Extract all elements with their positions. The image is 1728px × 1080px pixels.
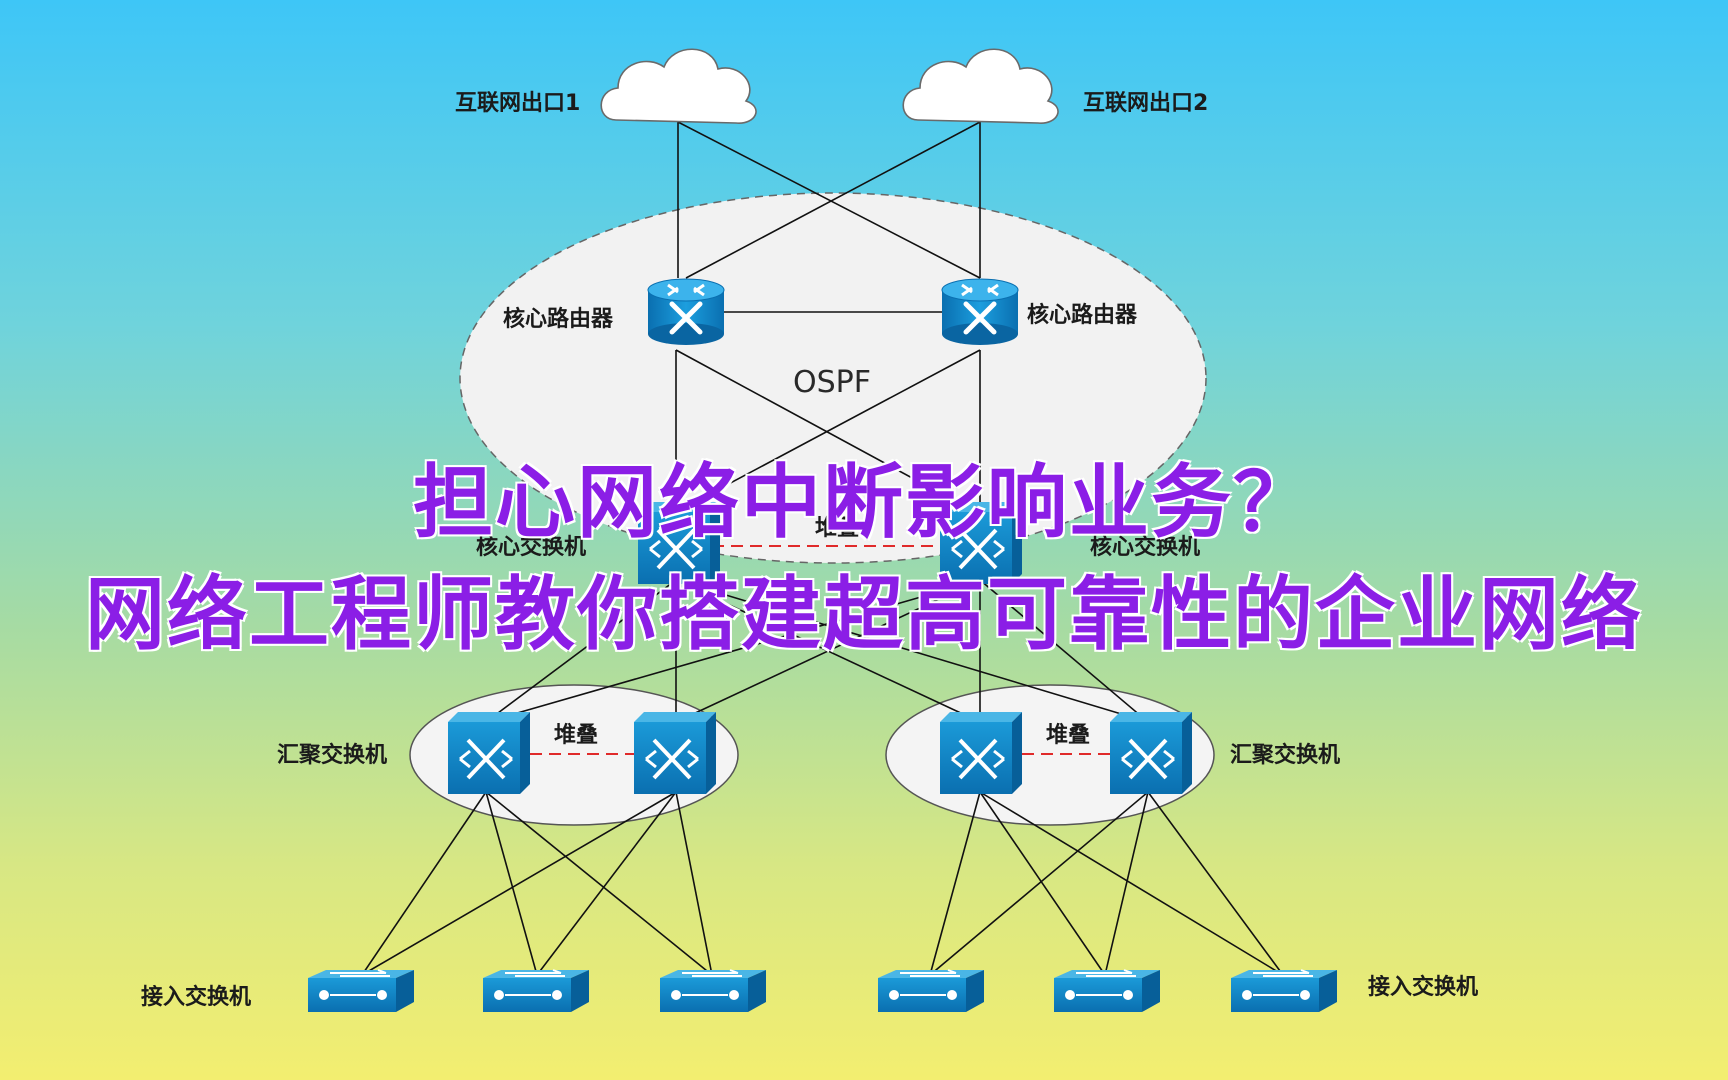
label-core-router-left: 核心路由器 xyxy=(503,306,614,332)
label-agg-switch-right: 汇聚交换机 xyxy=(1230,742,1340,768)
ospf-zone xyxy=(459,192,1207,564)
access-switch-6 xyxy=(1231,969,1337,1012)
switch-icon xyxy=(634,712,716,794)
access-switch-icon xyxy=(1231,969,1337,1012)
switch-icon xyxy=(940,712,1022,794)
agg-switch-left-1 xyxy=(448,712,530,794)
core-agg-links xyxy=(485,579,1149,723)
label-ospf: OSPF xyxy=(793,365,871,400)
label-core-stack: 堆叠 xyxy=(815,516,859,541)
cloud-icon xyxy=(902,48,1059,124)
label-access-switch-left: 接入交换机 xyxy=(141,984,251,1010)
core-switch-left xyxy=(638,502,720,584)
router-core-links xyxy=(675,349,981,513)
router-icon xyxy=(941,278,1019,345)
core-router-right xyxy=(941,278,1019,345)
agg-access-links xyxy=(361,791,1284,976)
access-switch-icon xyxy=(1054,969,1160,1012)
label-core-switch-left: 核心交换机 xyxy=(476,534,586,560)
core-switch-right xyxy=(940,502,1022,584)
agg-switch-right-1 xyxy=(940,712,1022,794)
label-core-switch-right: 核心交换机 xyxy=(1090,534,1200,560)
label-internet-exit-1: 互联网出口1 xyxy=(455,91,580,116)
core-router-left xyxy=(647,278,725,345)
agg-switch-right-2 xyxy=(1110,712,1192,794)
access-switch-4 xyxy=(878,969,984,1012)
label-core-router-right: 核心路由器 xyxy=(1027,302,1138,328)
switch-icon xyxy=(1110,712,1192,794)
access-switch-5 xyxy=(1054,969,1160,1012)
access-switch-icon xyxy=(308,969,414,1012)
label-agg-switch-left: 汇聚交换机 xyxy=(277,742,387,768)
internet-cloud-1 xyxy=(600,48,757,124)
router-icon xyxy=(647,278,725,345)
switch-icon xyxy=(940,502,1022,584)
switch-icon xyxy=(638,502,720,584)
label-internet-exit-2: 互联网出口2 xyxy=(1083,91,1208,116)
access-switch-2 xyxy=(483,969,589,1012)
internet-cloud-2 xyxy=(902,48,1059,124)
access-switch-1 xyxy=(308,969,414,1012)
access-switch-icon xyxy=(483,969,589,1012)
headline-line-2: 网络工程师教你搭建超高可靠性的企业网络 xyxy=(85,568,1643,661)
internet-links xyxy=(677,121,981,279)
headline-line-1: 担心网络中断影响业务？ xyxy=(413,456,1315,549)
switch-icon xyxy=(448,712,530,794)
agg-switch-left-2 xyxy=(634,712,716,794)
label-access-switch-right: 接入交换机 xyxy=(1368,974,1478,1000)
label-agg-stack-left: 堆叠 xyxy=(554,723,598,748)
access-switch-icon xyxy=(878,969,984,1012)
cloud-icon xyxy=(600,48,757,124)
access-switch-3 xyxy=(660,969,766,1012)
label-agg-stack-right: 堆叠 xyxy=(1046,723,1090,748)
access-switch-icon xyxy=(660,969,766,1012)
